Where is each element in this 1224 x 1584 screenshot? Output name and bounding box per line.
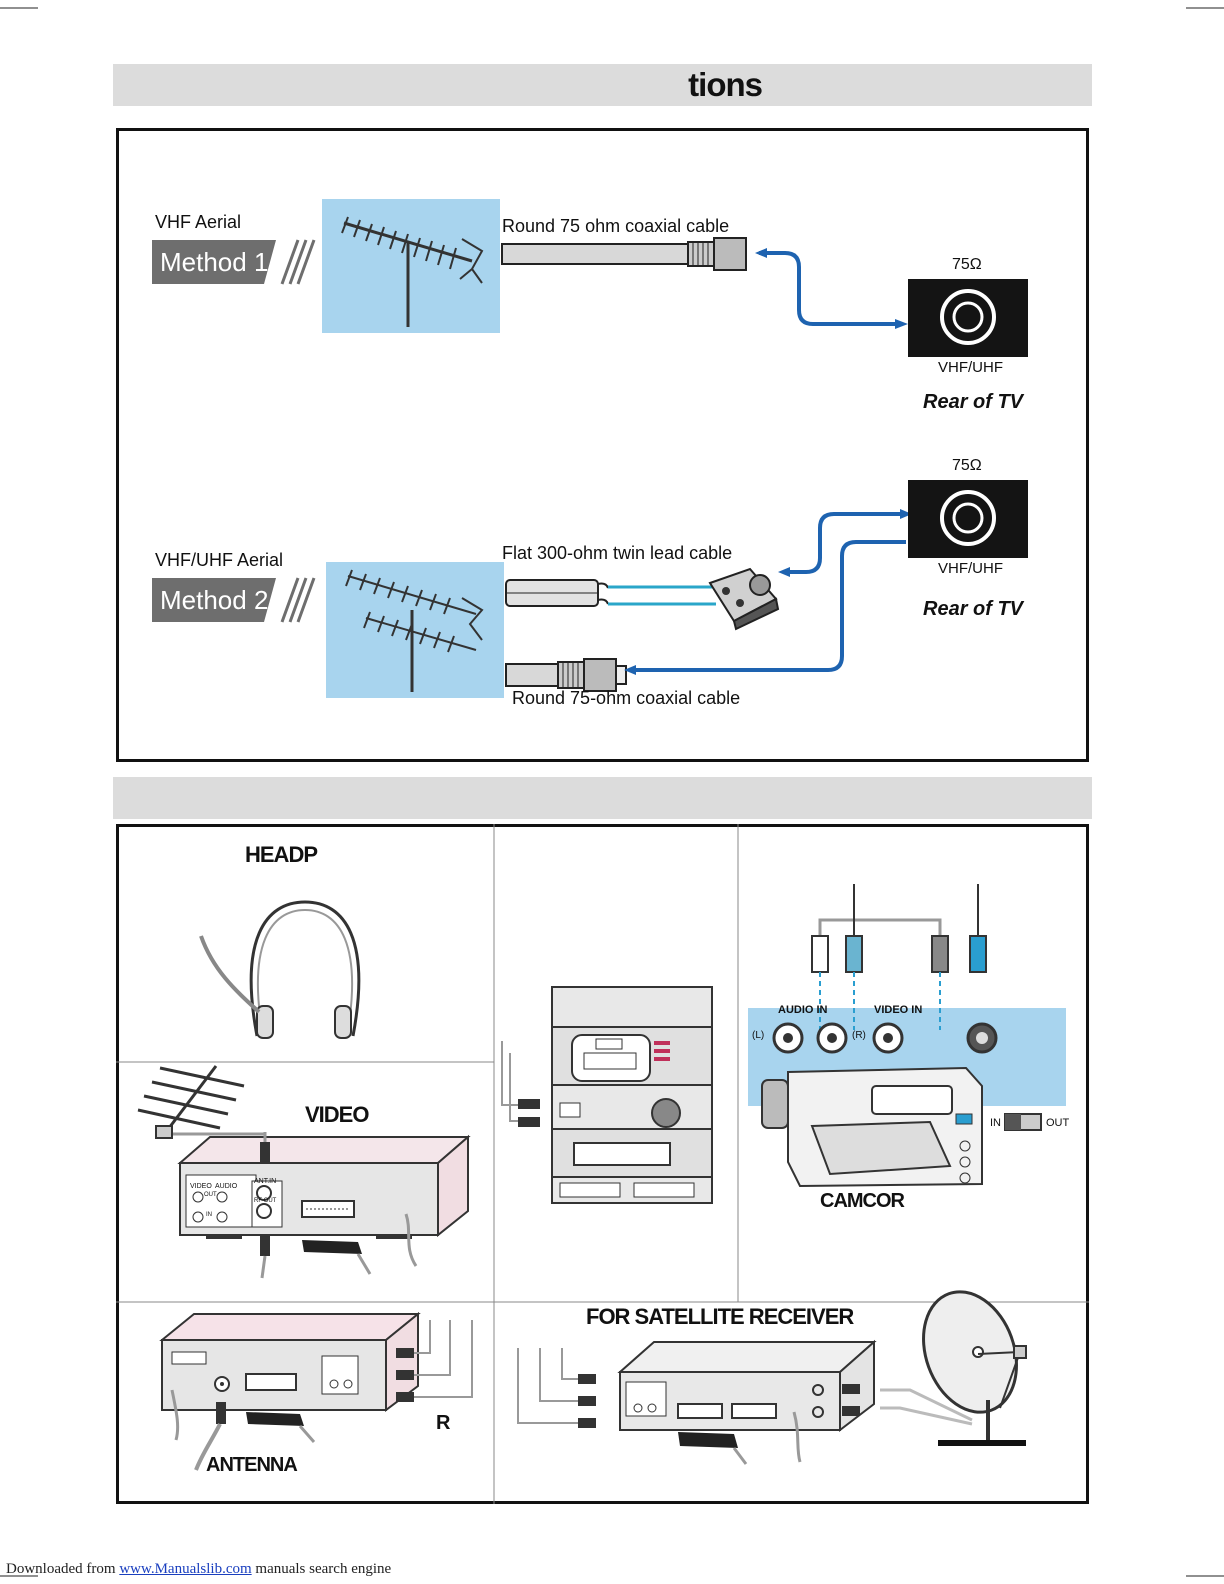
camcorder-icon — [761, 1066, 983, 1188]
section-header-bar: tions — [113, 64, 1092, 106]
footer-text: Downloaded from www.Manualslib.com manua… — [6, 1561, 391, 1578]
vcr-box — [177, 1134, 471, 1239]
panel-grid-lines — [116, 824, 1089, 1504]
av-plugs-icon — [811, 884, 987, 1030]
headphones-title: HEADP — [245, 842, 318, 867]
jack-ohm-label-1: 75Ω — [952, 256, 982, 273]
video-in-label: VIDEO IN — [874, 1004, 923, 1016]
tv-aerial-jack-2 — [908, 480, 1028, 558]
vhf-aerial-image — [322, 199, 500, 333]
video-title: VIDEO — [305, 1102, 369, 1127]
satellite-title: FOR SATELLITE RECEIVER — [586, 1304, 854, 1329]
footer-link[interactable]: www.Manualslib.com — [119, 1561, 252, 1577]
vhf-uhf-aerial-image — [326, 562, 504, 698]
camcorder-jacks — [772, 1022, 998, 1054]
vhf-uhf-aerial-icon — [345, 569, 484, 692]
in-out-switch — [1004, 1113, 1042, 1131]
vhf-aerial-label: VHF Aerial — [155, 212, 242, 232]
signal-arrow-3 — [624, 540, 906, 675]
section-title: tions — [688, 66, 763, 103]
audio-right-label: (R) — [852, 1030, 866, 1041]
rear-of-tv-label-2: Rear of TV — [923, 598, 1024, 620]
audio-left-label: (L) — [752, 1030, 765, 1041]
vhf-uhf-aerial-label: VHF/UHF Aerial — [155, 550, 284, 570]
vcr-cables — [260, 1132, 418, 1279]
vhf-uhf-label-2: VHF/UHF — [938, 560, 1003, 577]
rear-of-tv-label-1: Rear of TV — [923, 391, 1024, 413]
av-connections-panel — [116, 824, 1089, 1504]
audio-in-label: AUDIO IN — [778, 1004, 828, 1016]
camcorder-title: CAMCOR — [820, 1190, 905, 1212]
signal-arrow-2 — [778, 509, 912, 577]
decoder-r-label: R — [436, 1412, 450, 1434]
satellite-dish-icon — [880, 1290, 1027, 1446]
switch-out-label: OUT — [1046, 1117, 1070, 1129]
satellite-receiver-box — [517, 1339, 877, 1465]
method-1-badge: Method 1 — [152, 239, 316, 285]
method-2-badge: Method 2 — [152, 577, 316, 623]
coax-cable-2 — [505, 658, 627, 692]
vcr-ant-in-label: ANT.IN — [254, 1178, 277, 1185]
decoder-box — [159, 1311, 473, 1471]
vcr-in-label: IN — [206, 1212, 212, 1218]
balun-adapter — [708, 567, 780, 631]
coax-cable-label-1: Round 75 ohm coaxial cable — [502, 216, 730, 236]
antenna-label: ANTENNA — [206, 1454, 298, 1476]
twin-lead-cable — [505, 579, 716, 607]
footer-prefix: Downloaded from — [6, 1561, 120, 1577]
footer-suffix: manuals search engine — [251, 1561, 392, 1577]
aerial-connection-panel — [116, 128, 1089, 762]
vcr-audio-label: AUDIO — [215, 1183, 238, 1190]
tv-aerial-jack-1 — [908, 279, 1028, 357]
twin-lead-cable-label: Flat 300-ohm twin lead cable — [502, 543, 733, 563]
vhf-aerial-icon — [341, 216, 484, 327]
coax-cable-label-2: Round 75-ohm coaxial cable — [512, 688, 741, 708]
vcr-rf-out-label: RF OUT — [254, 1198, 277, 1204]
connections-header-bar — [113, 777, 1092, 819]
hifi-system-icon — [501, 986, 713, 1204]
vcr-out-label: OUT — [204, 1192, 217, 1198]
headphones-icon — [199, 900, 361, 1039]
switch-in-label: IN — [990, 1117, 1001, 1129]
tv-antenna-icon — [137, 1065, 264, 1139]
vhf-uhf-label-1: VHF/UHF — [938, 359, 1003, 376]
vcr-video-label: VIDEO — [190, 1183, 212, 1190]
jack-ohm-label-2: 75Ω — [952, 457, 982, 474]
coax-cable-1 — [501, 237, 747, 271]
signal-arrow-1 — [755, 248, 908, 329]
